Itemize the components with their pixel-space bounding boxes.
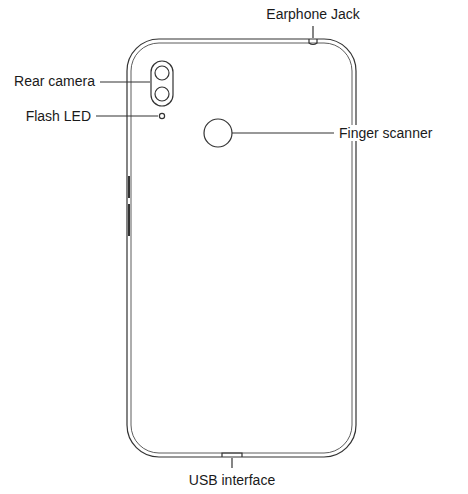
leader-line <box>96 115 158 116</box>
leader-line <box>231 458 232 468</box>
earphone-jack <box>309 39 317 45</box>
flash-led <box>159 113 164 118</box>
side-button <box>128 176 130 198</box>
phone-body-edge <box>131 43 352 453</box>
part-label: Finger scanner <box>338 125 433 141</box>
usb-port <box>222 453 242 457</box>
leader-line <box>232 132 334 133</box>
camera-lens <box>155 66 169 80</box>
side-button <box>128 204 130 236</box>
camera-module <box>151 61 173 106</box>
phone-body <box>127 39 356 457</box>
part-label: Rear camera <box>13 73 96 89</box>
finger-scanner <box>204 119 232 147</box>
part-label: Earphone Jack <box>265 6 360 22</box>
part-label: Flash LED <box>25 108 92 124</box>
leader-line <box>100 81 150 82</box>
part-label: USB interface <box>188 472 276 488</box>
camera-lens <box>155 87 169 101</box>
leader-line <box>312 26 313 38</box>
